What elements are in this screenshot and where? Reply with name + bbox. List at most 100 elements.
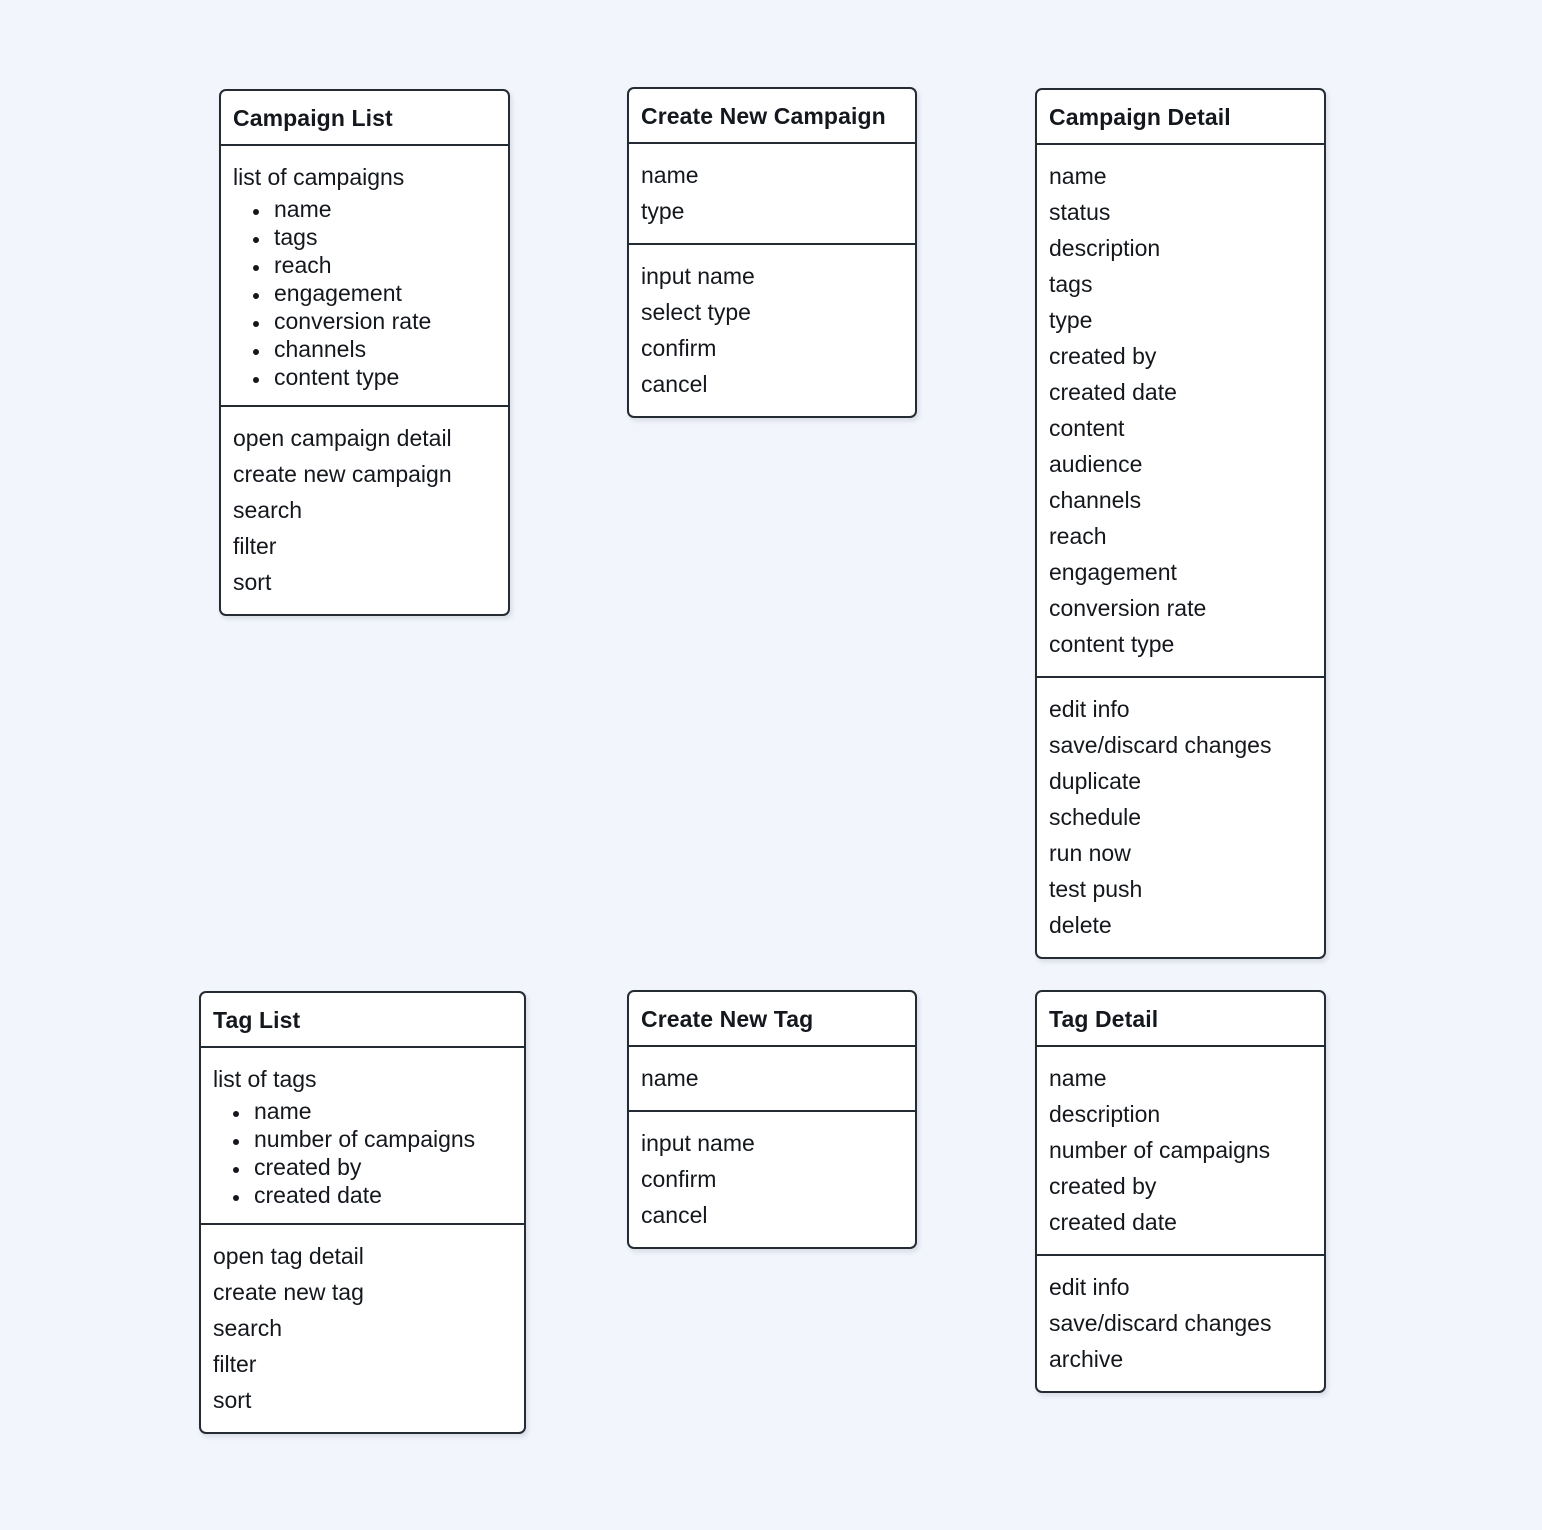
field-audience: audience bbox=[1049, 451, 1143, 478]
field-engagement: engagement bbox=[1049, 559, 1177, 586]
action-cancel[interactable]: cancel bbox=[641, 371, 708, 398]
data-heading: list of campaigns bbox=[233, 164, 405, 191]
action-open-campaign-detail[interactable]: open campaign detail bbox=[233, 425, 452, 452]
field-number-of-campaigns: number of campaigns bbox=[1049, 1137, 1271, 1164]
card-tag-detail[interactable]: Tag Detail name description number of ca… bbox=[1035, 990, 1326, 1394]
card-title-tag-list: Tag List bbox=[213, 1007, 301, 1033]
card-data-section-create-new-campaign: name type bbox=[629, 144, 915, 243]
card-actions-section-tag-list: open tag detail create new tag search fi… bbox=[201, 1225, 524, 1432]
card-campaign-detail[interactable]: Campaign Detail name status description … bbox=[1035, 88, 1326, 960]
field-name: name bbox=[641, 1065, 699, 1092]
card-data-section-tag-detail: name description number of campaigns cre… bbox=[1037, 1047, 1324, 1254]
list-item: content type bbox=[271, 363, 496, 391]
field-created-by: created by bbox=[1049, 343, 1157, 370]
field-name: name bbox=[1049, 1065, 1107, 1092]
action-sort[interactable]: sort bbox=[213, 1387, 252, 1414]
card-actions-section-create-new-campaign: input name select type confirm cancel bbox=[629, 245, 915, 416]
card-divider bbox=[629, 1110, 915, 1113]
action-save-discard-changes[interactable]: save/discard changes bbox=[1049, 1310, 1272, 1337]
card-divider bbox=[221, 144, 508, 147]
action-cancel[interactable]: cancel bbox=[641, 1202, 708, 1229]
field-list: name tags reach engagement conversion ra… bbox=[233, 195, 496, 391]
card-title-create-new-tag: Create New Tag bbox=[641, 1006, 814, 1032]
card-campaign-list[interactable]: Campaign List list of campaigns name tag… bbox=[219, 89, 510, 617]
card-title-tag-detail: Tag Detail bbox=[1049, 1006, 1159, 1032]
card-divider bbox=[629, 243, 915, 246]
card-divider bbox=[201, 1223, 524, 1226]
action-filter[interactable]: filter bbox=[233, 533, 277, 560]
card-create-new-campaign[interactable]: Create New Campaign name type input name… bbox=[627, 87, 917, 419]
field-conversion-rate: conversion rate bbox=[1049, 595, 1207, 622]
list-item: created by bbox=[251, 1153, 512, 1181]
field-created-by: created by bbox=[1049, 1173, 1157, 1200]
card-actions-section-tag-detail: edit info save/discard changes archive bbox=[1037, 1256, 1324, 1391]
card-divider bbox=[1037, 1045, 1324, 1048]
action-input-name[interactable]: input name bbox=[641, 1130, 755, 1157]
card-title-campaign-detail: Campaign Detail bbox=[1049, 104, 1231, 130]
action-duplicate[interactable]: duplicate bbox=[1049, 768, 1142, 795]
card-divider bbox=[201, 1046, 524, 1049]
action-edit-info[interactable]: edit info bbox=[1049, 1274, 1130, 1301]
field-content: content bbox=[1049, 415, 1125, 442]
data-heading: list of tags bbox=[213, 1066, 317, 1093]
action-search[interactable]: search bbox=[213, 1315, 283, 1342]
card-tag-list[interactable]: Tag List list of tags name number of cam… bbox=[199, 991, 526, 1435]
action-delete[interactable]: delete bbox=[1049, 912, 1112, 939]
action-select-type[interactable]: select type bbox=[641, 299, 751, 326]
field-reach: reach bbox=[1049, 523, 1107, 550]
action-create-new-tag[interactable]: create new tag bbox=[213, 1279, 364, 1306]
card-actions-section-create-new-tag: input name confirm cancel bbox=[629, 1112, 915, 1247]
card-divider bbox=[629, 1045, 915, 1048]
field-status: status bbox=[1049, 199, 1111, 226]
list-item: reach bbox=[271, 251, 496, 279]
action-archive[interactable]: archive bbox=[1049, 1346, 1124, 1373]
list-item: engagement bbox=[271, 279, 496, 307]
field-type: type bbox=[641, 198, 685, 225]
card-create-new-tag[interactable]: Create New Tag name input name confirm c… bbox=[627, 990, 917, 1250]
list-item: created date bbox=[251, 1181, 512, 1209]
field-type: type bbox=[1049, 307, 1093, 334]
action-test-push[interactable]: test push bbox=[1049, 876, 1143, 903]
field-content-type: content type bbox=[1049, 631, 1175, 658]
card-divider bbox=[221, 405, 508, 408]
card-actions-section-campaign-list: open campaign detail create new campaign… bbox=[221, 407, 508, 614]
card-divider bbox=[1037, 1254, 1324, 1257]
action-schedule[interactable]: schedule bbox=[1049, 804, 1142, 831]
field-list: name number of campaigns created by crea… bbox=[213, 1097, 512, 1209]
card-divider bbox=[1037, 676, 1324, 679]
action-run-now[interactable]: run now bbox=[1049, 840, 1131, 867]
field-tags: tags bbox=[1049, 271, 1093, 298]
field-created-date: created date bbox=[1049, 1209, 1177, 1236]
field-description: description bbox=[1049, 1101, 1161, 1128]
card-data-section-campaign-list: list of campaigns name tags reach engage… bbox=[221, 146, 508, 405]
card-actions-section-campaign-detail: edit info save/discard changes duplicate… bbox=[1037, 678, 1324, 957]
action-create-new-campaign[interactable]: create new campaign bbox=[233, 461, 452, 488]
card-data-section-tag-list: list of tags name number of campaigns cr… bbox=[201, 1048, 524, 1223]
list-item: tags bbox=[271, 223, 496, 251]
action-edit-info[interactable]: edit info bbox=[1049, 696, 1130, 723]
card-title-campaign-list: Campaign List bbox=[233, 105, 393, 131]
card-data-section-create-new-tag: name bbox=[629, 1047, 915, 1110]
field-created-date: created date bbox=[1049, 379, 1177, 406]
card-divider bbox=[1037, 143, 1324, 146]
field-channels: channels bbox=[1049, 487, 1142, 514]
card-data-section-campaign-detail: name status description tags type create… bbox=[1037, 145, 1324, 676]
card-divider bbox=[629, 142, 915, 145]
field-name: name bbox=[641, 162, 699, 189]
action-input-name[interactable]: input name bbox=[641, 263, 755, 290]
action-filter[interactable]: filter bbox=[213, 1351, 257, 1378]
list-item: name bbox=[251, 1097, 512, 1125]
action-confirm[interactable]: confirm bbox=[641, 335, 717, 362]
list-item: number of campaigns bbox=[251, 1125, 512, 1153]
action-save-discard-changes[interactable]: save/discard changes bbox=[1049, 732, 1272, 759]
action-open-tag-detail[interactable]: open tag detail bbox=[213, 1243, 364, 1270]
action-search[interactable]: search bbox=[233, 497, 303, 524]
field-description: description bbox=[1049, 235, 1161, 262]
card-title-create-new-campaign: Create New Campaign bbox=[641, 103, 886, 129]
field-name: name bbox=[1049, 163, 1107, 190]
action-confirm[interactable]: confirm bbox=[641, 1166, 717, 1193]
list-item: channels bbox=[271, 335, 496, 363]
action-sort[interactable]: sort bbox=[233, 569, 272, 596]
list-item: name bbox=[271, 195, 496, 223]
